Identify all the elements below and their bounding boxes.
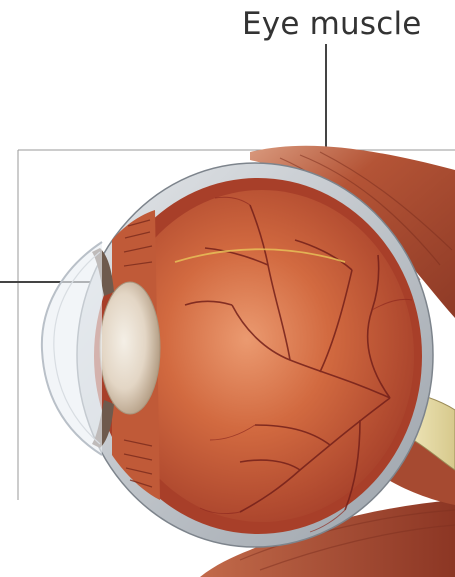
cornea <box>42 242 102 455</box>
lens <box>100 282 160 414</box>
